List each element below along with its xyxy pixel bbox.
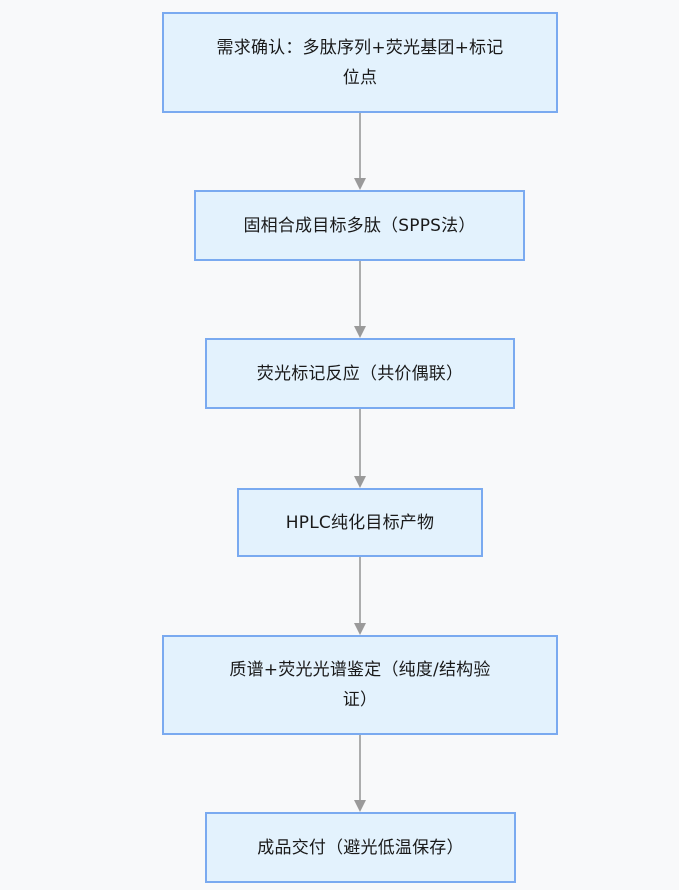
flow-node-step-1[interactable]: 需求确认：多肽序列+荧光基团+标记 位点 [162,12,558,113]
connector-arrow-4 [353,557,367,635]
flow-node-step-2[interactable]: 固相合成目标多肽（SPPS法） [194,190,525,261]
flow-node-step-6[interactable]: 成品交付（避光低温保存） [205,812,516,883]
connector-arrow-5 [353,735,367,812]
flow-node-label: 荧光标记反应（共价偶联） [256,363,464,384]
flow-node-label: 固相合成目标多肽（SPPS法） [243,215,476,236]
flow-node-step-3[interactable]: 荧光标记反应（共价偶联） [205,338,515,409]
flow-node-step-5[interactable]: 质谱+荧光光谱鉴定（纯度/结构验 证） [162,635,558,735]
flow-node-label: 质谱+荧光光谱鉴定（纯度/结构验 证） [229,660,491,710]
flow-node-step-4[interactable]: HPLC纯化目标产物 [237,488,483,557]
connector-arrow-2 [353,261,367,338]
flow-node-label: HPLC纯化目标产物 [285,512,435,533]
connector-arrow-3 [353,409,367,488]
connector-arrow-1 [353,113,367,190]
flow-node-label: 成品交付（避光低温保存） [257,837,464,858]
flow-node-label: 需求确认：多肽序列+荧光基团+标记 位点 [216,37,504,88]
